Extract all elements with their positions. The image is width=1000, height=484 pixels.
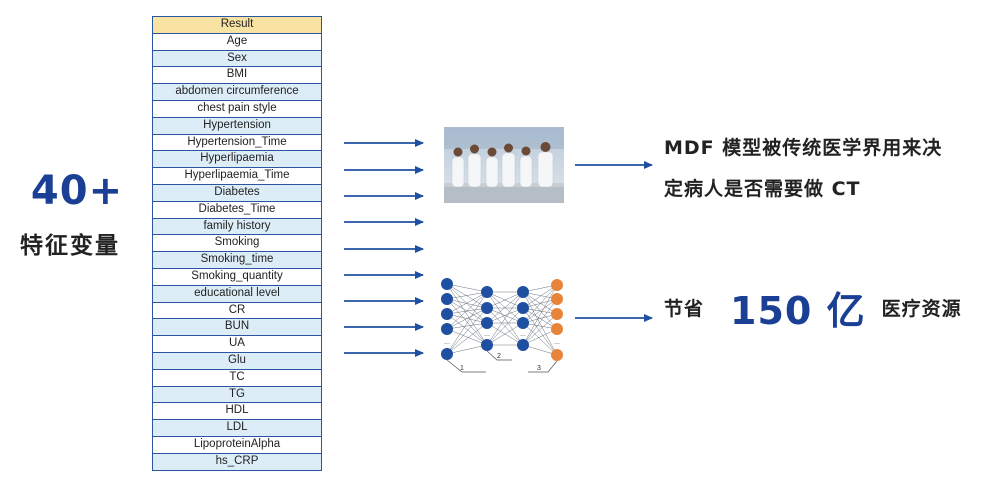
feature-count: 40+ [30,168,124,214]
table-row: Smoking_time [153,252,321,269]
table-row: Hypertension [153,117,321,135]
table-row: Diabetes_Time [153,201,321,219]
table-row: Sex [153,50,321,68]
table-row: TC [153,369,321,387]
savings-statement: 节省 150 亿 医疗资源 [664,282,962,333]
table-row: LipoproteinAlpha [153,436,321,454]
result-text-line2: 定病人是否需要做 CT [664,178,861,200]
table-row: hs_CRP [153,453,321,470]
layer-label: 3 [537,365,541,372]
savings-suffix: 医疗资源 [881,297,962,320]
table-row: Glu [153,352,321,370]
result-text-line1: MDF 模型被传统医学界用来决 [664,137,943,159]
table-row: chest pain style [153,100,321,118]
savings-prefix: 节省 [664,297,705,320]
doctors-photo [444,127,564,203]
table-row: Age [153,33,321,51]
table-row: UA [153,336,321,353]
table-row: BMI [153,67,321,85]
table-row: CR [153,302,321,320]
table-row: educational level [153,285,321,303]
table-row: family history [153,218,321,236]
table-row: Hypertension_Time [153,134,321,152]
layer-label: 1 [460,365,464,372]
layer-label: 2 [497,353,501,360]
table-row: Hyperlipaemia_Time [153,168,321,185]
nn-ellipsis: ... [484,331,490,338]
table-row: BUN [153,319,321,337]
feature-caption: 特征变量 [20,233,120,259]
table-row: Smoking_quantity [153,268,321,286]
nn-ellipsis: ... [520,331,526,338]
savings-amount: 150 亿 [730,288,866,333]
table-row: Smoking [153,235,321,253]
table-row: TG [153,386,321,404]
feature-table: Result Age Sex BMI abdomen circumference… [152,16,322,471]
neural-network-icon [446,283,558,356]
nn-ellipsis: ... [444,339,450,346]
table-row: Hyperlipaemia [153,151,321,169]
table-row: Diabetes [153,184,321,202]
table-row: abdomen circumference [153,84,321,101]
table-header: Result [153,17,321,34]
table-row: HDL [153,403,321,421]
table-row: LDL [153,420,321,437]
nn-ellipsis: ... [554,339,560,346]
